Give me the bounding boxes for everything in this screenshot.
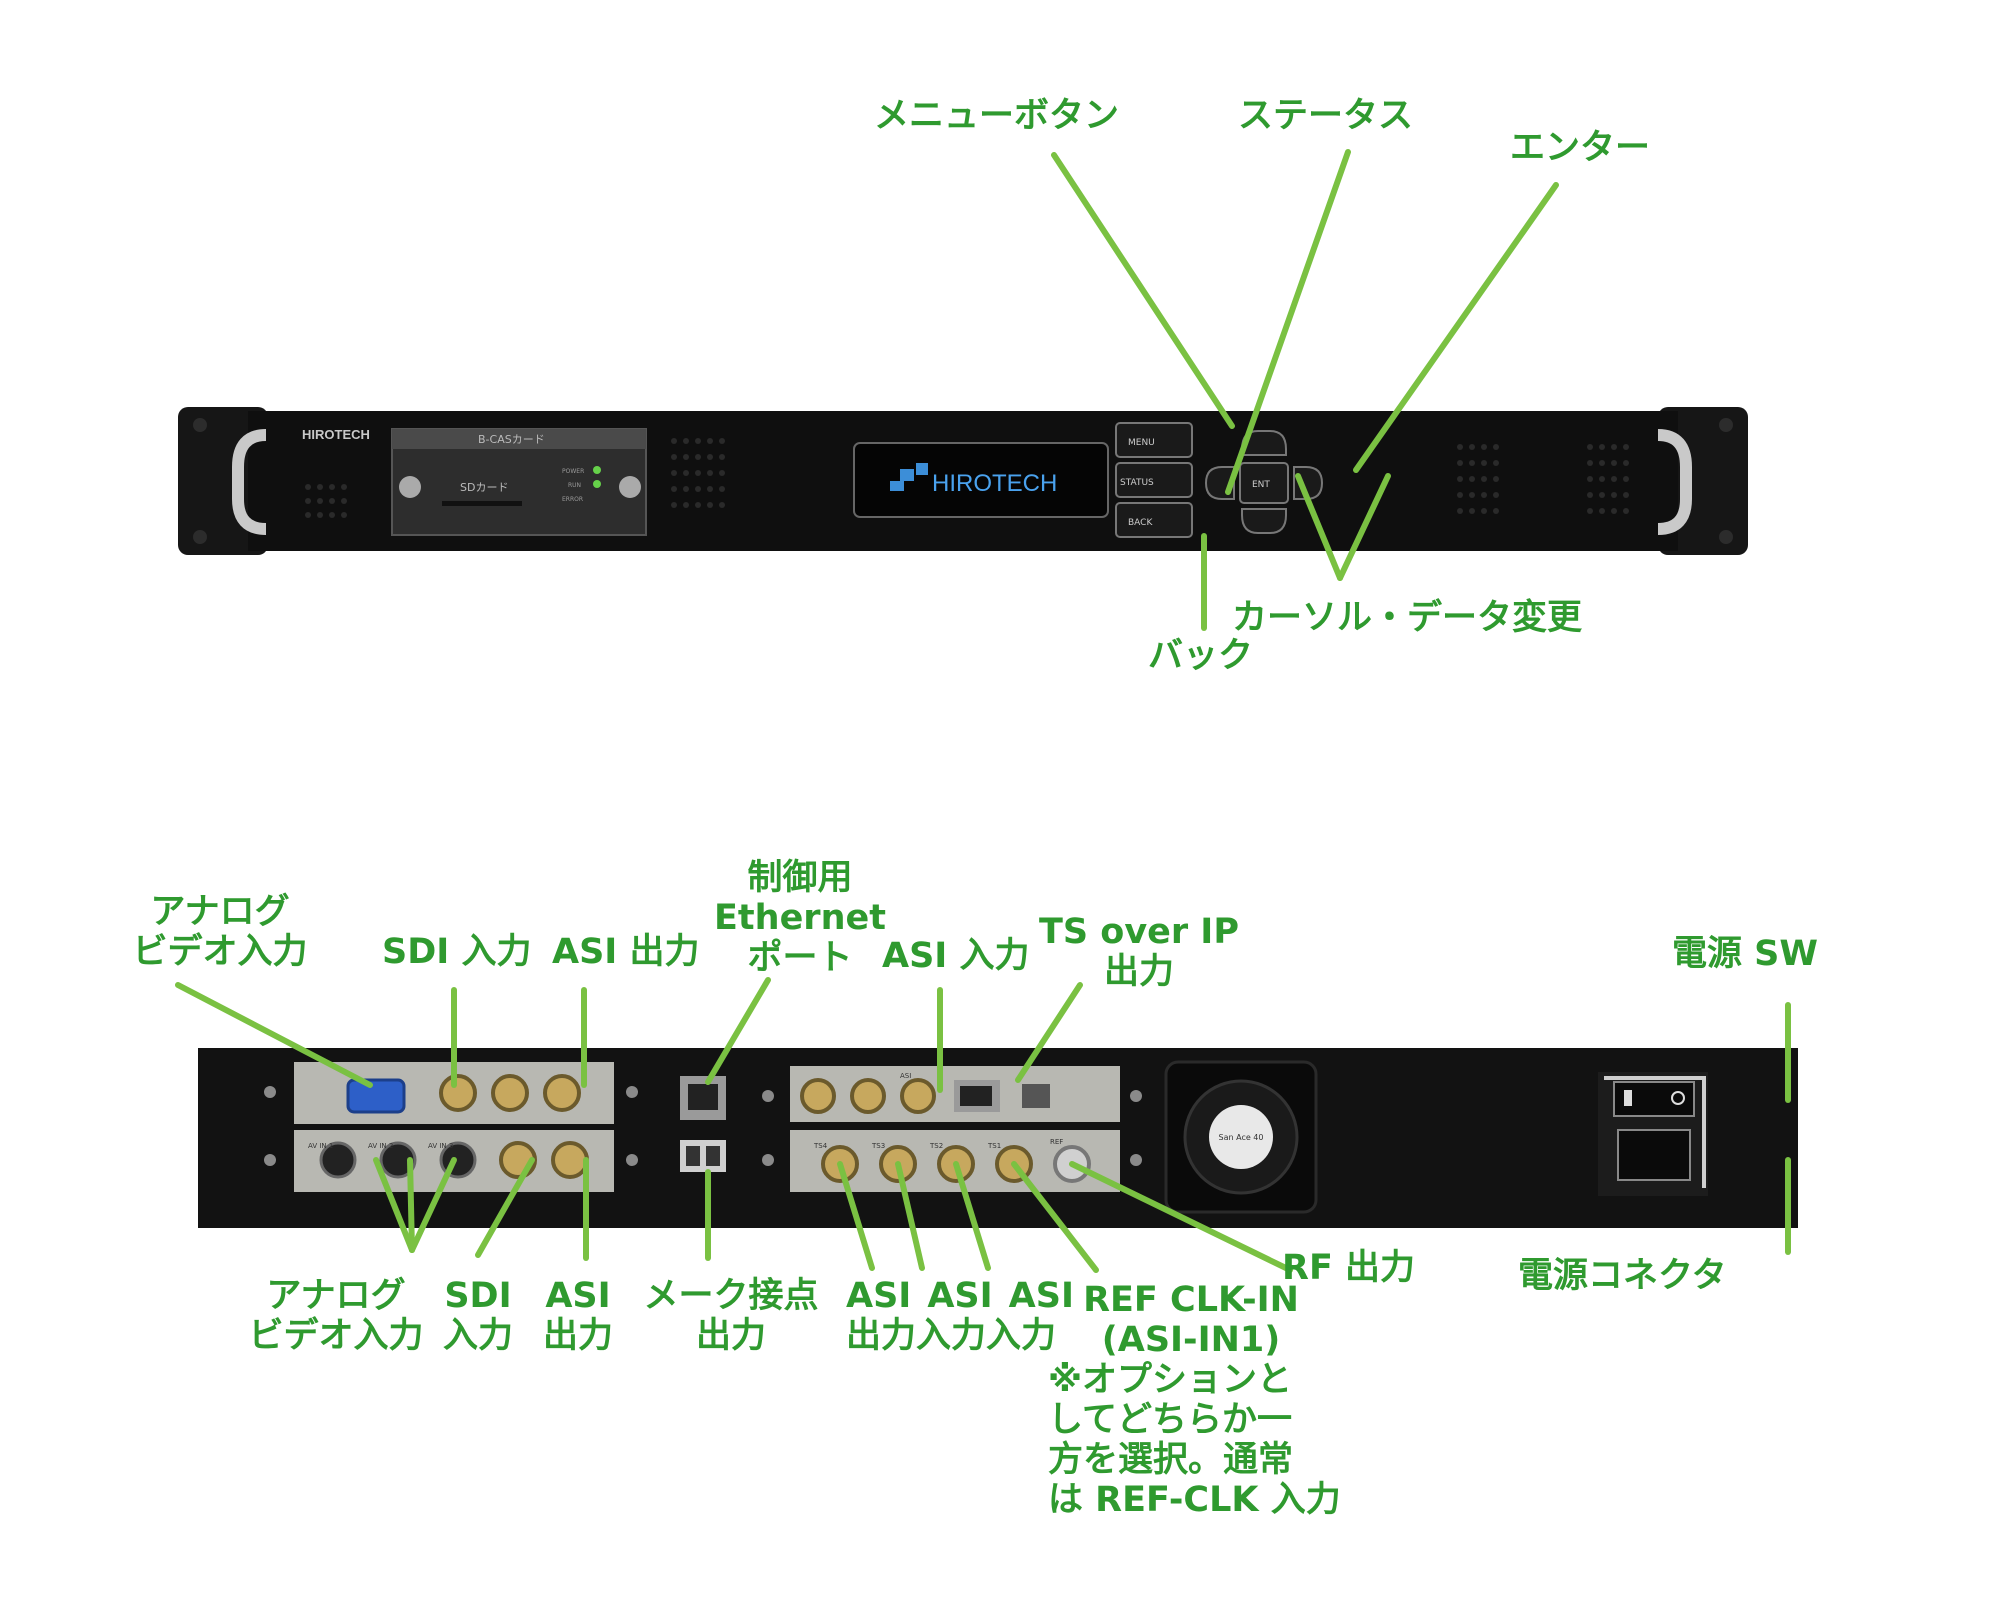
analog-video-top-leader — [175, 982, 373, 1088]
rf-output-callout: RF 出力 — [1282, 1248, 1416, 1288]
rear-panel: AV IN 1 AV IN 2 AV IN 3 ASI TS4 TS3 TS2 … — [198, 1048, 1798, 1228]
ethernet-leader — [705, 977, 771, 1085]
rf-out-leader — [1069, 1161, 1293, 1273]
cursor-leader-line-left — [1295, 473, 1343, 581]
ts2-label: TS2 — [929, 1142, 943, 1150]
cursor-leader-line-right — [1337, 473, 1391, 581]
menu-button-label: MENU — [1128, 438, 1155, 448]
display-logo-text: HIROTECH — [932, 470, 1057, 497]
back-button-label: BACK — [1128, 518, 1153, 528]
cursor-data-change-callout: カーソル・データ変更 — [1232, 598, 1583, 638]
ts1-label: TS1 — [987, 1142, 1001, 1150]
asi-input-top-callout: ASI 入力 — [882, 936, 1030, 976]
av-in-1-label: AV IN 1 — [308, 1142, 333, 1150]
left-handle — [232, 429, 267, 535]
enter-button-label: ENT — [1252, 480, 1270, 490]
analog-video-bottom-leader-3 — [409, 1157, 457, 1253]
enter-callout: エンター — [1510, 128, 1651, 168]
sdi-bottom-leader — [475, 1157, 535, 1258]
back-button[interactable] — [1115, 502, 1193, 538]
make-contact-output-callout: メーク接点 出力 — [643, 1276, 819, 1356]
status-button-label: STATUS — [1120, 478, 1154, 488]
av-in-3-label: AV IN 3 — [428, 1142, 453, 1150]
ref-label: REF — [1050, 1138, 1063, 1146]
run-led — [593, 480, 601, 488]
sd-card-label: SDカード — [460, 481, 508, 494]
enter-button[interactable] — [1239, 462, 1289, 504]
ref-clk-in-callout: REF CLK-IN (ASI-IN1) — [1083, 1280, 1299, 1360]
ts3-label: TS3 — [871, 1142, 885, 1150]
power-connector-callout: 電源コネクタ — [1518, 1256, 1727, 1296]
rear-panel-graphic: AV IN 1 AV IN 2 AV IN 3 ASI TS4 TS3 TS2 … — [198, 1048, 1798, 1228]
asi-in-ts2-leader — [953, 1161, 991, 1271]
bnc-connector[interactable] — [491, 1074, 529, 1112]
bnc-connector[interactable] — [850, 1078, 886, 1114]
back-callout: バック — [1148, 636, 1254, 676]
asi-output-top-callout: ASI 出力 — [552, 932, 700, 972]
right-handle — [1657, 429, 1692, 535]
led-power-label: POWER — [562, 468, 584, 475]
power-led — [593, 466, 601, 474]
sdi-input-bottom-callout: SDI 入力 — [442, 1276, 513, 1356]
asi-ts4-heading: ASI — [846, 1276, 912, 1316]
status-leader-line — [1225, 149, 1351, 495]
asi-in-ts3-leader — [895, 1161, 925, 1271]
analog-video-input-connector[interactable] — [346, 1078, 406, 1114]
option-note: ※オプションと してどちらか一 方を選択。通常 は REF-CLK 入力 — [1048, 1360, 1341, 1520]
ts-over-ip-leader — [1015, 982, 1083, 1083]
menu-button[interactable] — [1115, 422, 1193, 458]
lcd-display — [853, 442, 1109, 518]
power-connector[interactable] — [1617, 1129, 1691, 1181]
left-vent — [305, 484, 347, 518]
av-in-2-connector[interactable] — [379, 1141, 417, 1179]
ts-over-ip-callout: TS over IP 出力 — [1039, 912, 1239, 992]
menu-leader-line — [1051, 152, 1235, 429]
led-run-label: RUN — [568, 482, 581, 489]
av-in-1-connector[interactable] — [319, 1141, 357, 1179]
control-ethernet-callout: 制御用 Ethernet ポート — [714, 858, 886, 978]
asi-output-bottom-callout: ASI 出力 — [542, 1276, 613, 1356]
analog-video-input-bottom-callout: アナログ ビデオ入力 — [248, 1276, 424, 1356]
asi-input-bnc[interactable] — [900, 1078, 936, 1114]
sdi-input-top-callout: SDI 入力 — [382, 932, 532, 972]
asi-out-in-in-callout: ASI ASI ASI 出力入力入力 — [846, 1276, 1074, 1356]
asi-ts2-heading: ASI — [1008, 1276, 1074, 1316]
ts4-label: TS4 — [813, 1142, 828, 1150]
asi-ts3-heading: ASI — [927, 1276, 993, 1316]
right-thumb-screw — [619, 476, 641, 498]
led-error-label: ERROR — [562, 496, 583, 503]
asi-label: ASI — [900, 1072, 911, 1080]
menu-button-callout: メニューボタン — [874, 96, 1120, 136]
sdi-input-bnc[interactable] — [439, 1074, 477, 1112]
asi-out-ts4-leader — [837, 1161, 875, 1271]
power-sw-callout: 電源 SW — [1672, 934, 1818, 974]
ref-clk-leader — [1011, 1161, 1099, 1273]
usb-port[interactable] — [1022, 1084, 1050, 1108]
bcas-card-label: B-CASカード — [478, 433, 545, 446]
front-panel-graphic: HIROTECH B-CASカード SDカード POWER RUN ERROR … — [178, 407, 1748, 555]
enter-leader-line — [1353, 182, 1559, 473]
front-panel: HIROTECH B-CASカード SDカード POWER RUN ERROR … — [178, 407, 1748, 555]
analog-video-input-top-callout: アナログ ビデオ入力 — [132, 892, 308, 972]
status-callout: ステータス — [1238, 96, 1414, 136]
status-button[interactable] — [1115, 462, 1193, 498]
front-logo: HIROTECH — [302, 427, 370, 442]
analog-video-bottom-leader-1 — [373, 1157, 415, 1253]
asi-output-bnc[interactable] — [543, 1074, 581, 1112]
right-vents — [1457, 444, 1629, 514]
sd-card-slot[interactable] — [442, 501, 522, 506]
center-vent — [671, 438, 725, 508]
left-thumb-screw — [399, 476, 421, 498]
analog-video-bottom-leader-2 — [407, 1157, 415, 1253]
bnc-connector[interactable] — [800, 1078, 836, 1114]
cursor-down-button[interactable] — [1241, 508, 1287, 534]
fan-brand-label: San Ace 40 — [1219, 1133, 1264, 1142]
av-in-2-label: AV IN 2 — [368, 1142, 393, 1150]
asi-out-in-in-foot: 出力入力入力 — [846, 1316, 1057, 1356]
